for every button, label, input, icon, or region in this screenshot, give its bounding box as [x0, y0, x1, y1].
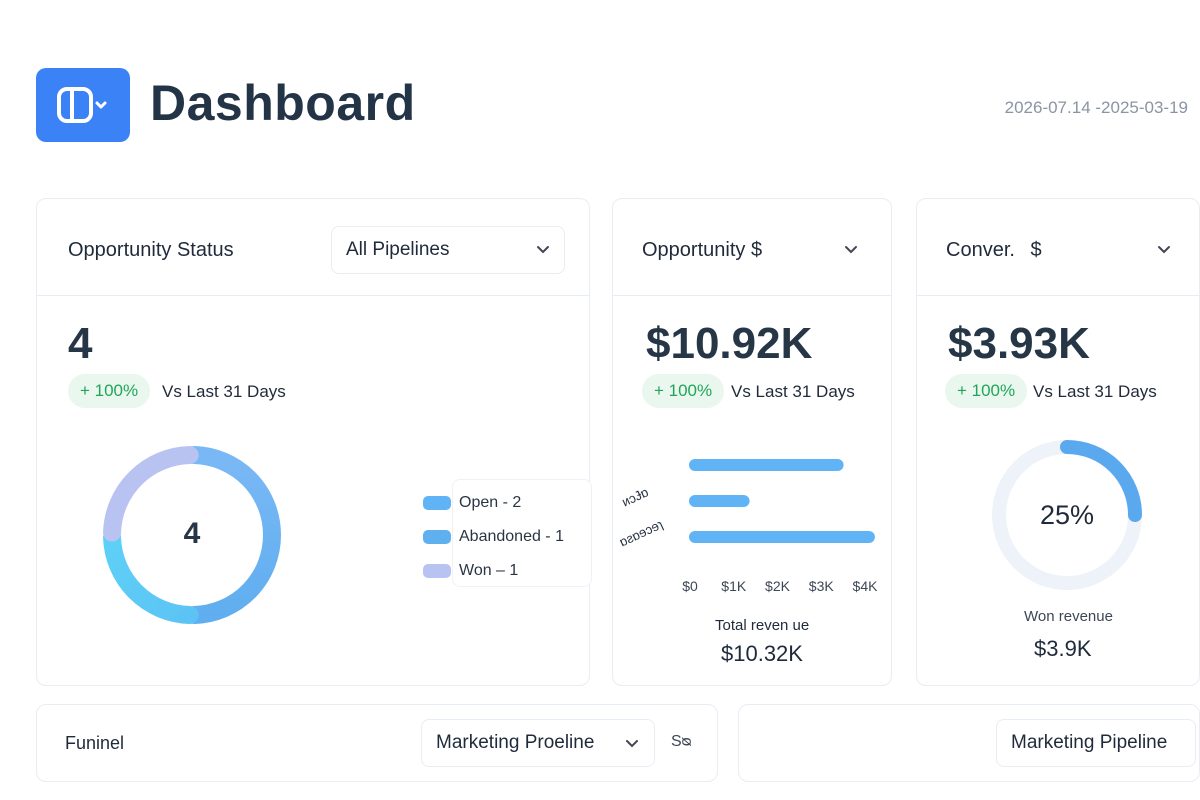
- donut-segment-won[interactable]: [103, 446, 199, 542]
- won-revenue-value: $3.9K: [1034, 636, 1092, 661]
- chevron-down-icon[interactable]: [1157, 245, 1171, 255]
- currency-symbol: $: [1030, 239, 1042, 261]
- divider: [37, 295, 589, 296]
- chevron-down-icon: [626, 740, 638, 748]
- donut-segment-abandoned[interactable]: [103, 528, 199, 624]
- bar[interactable]: [689, 495, 750, 507]
- legend-label: Abandoned - 1: [459, 528, 564, 545]
- legend-label: Open - 2: [459, 494, 522, 511]
- total-revenue-value: $10.32K: [721, 641, 803, 666]
- pipeline-select-value: Marketing Proeline: [436, 732, 595, 753]
- chevron-down-icon: [537, 246, 549, 254]
- legend-label: Won – 1: [459, 562, 519, 579]
- chevron-down-icon[interactable]: [844, 245, 858, 255]
- delta-badge: + 100%: [642, 374, 725, 408]
- card-title: Opportunity Status: [68, 239, 234, 261]
- page-title: Dashboard: [150, 75, 416, 131]
- legend-swatch: [423, 564, 451, 578]
- pipeline-card: Marketing Pipeline: [738, 704, 1200, 782]
- legend-swatch: [423, 496, 451, 510]
- delta-badge: + 100%: [945, 374, 1028, 408]
- status-donut-chart: 4: [103, 446, 281, 624]
- legend-swatch: [423, 530, 451, 544]
- opportunity-value-card: Opportunity $ $10.92K + 100% Vs Last 31 …: [612, 198, 892, 686]
- opportunity-count: 4: [68, 319, 93, 368]
- gauge-percent-label: 25%: [1040, 500, 1094, 530]
- pipeline-select[interactable]: All Pipelines: [331, 226, 565, 274]
- card-title: Opportunity $: [642, 239, 763, 261]
- opportunity-status-card: Opportunity Status All Pipelines 4 + 100…: [36, 198, 592, 686]
- funnel-card: Funinel Marketing Proeline Sᴓ: [36, 704, 718, 782]
- legend-item-abandoned: Abandoned - 1: [423, 527, 564, 547]
- card-title: Funinel: [65, 733, 125, 753]
- conversion-gauge: 25%: [992, 440, 1142, 590]
- legend-item-open: Open - 2: [423, 493, 521, 513]
- pipeline-select[interactable]: Marketing Proeline: [421, 719, 655, 767]
- board-icon: [57, 87, 107, 123]
- x-tick-label: $2K: [765, 578, 791, 594]
- y-axis-label: ɒƨɒɘɔɘɿ: [617, 516, 665, 549]
- comparison-label: Vs Last 31 Days: [162, 382, 286, 401]
- bar[interactable]: [689, 459, 844, 471]
- y-axis-label: ᴎᴐɈɒ: [619, 484, 650, 509]
- x-tick-label: $4K: [853, 578, 879, 594]
- legend-item-won: Won – 1: [423, 561, 518, 581]
- x-tick-label: $3K: [809, 578, 835, 594]
- won-revenue-label: Won revenue: [1024, 608, 1113, 625]
- date-range-picker[interactable]: 2026-07.14 -2025-03-19: [1004, 98, 1188, 117]
- comparison-label: Vs Last 31 Days: [1033, 382, 1157, 401]
- divider: [917, 295, 1199, 296]
- donut-segment-open[interactable]: [185, 446, 281, 624]
- conversion-card: Conver. $ $3.93K + 100% Vs Last 31 Days …: [916, 198, 1200, 686]
- pipeline-select[interactable]: Marketing Pipeline: [996, 719, 1196, 767]
- donut-center-value: 4: [184, 517, 201, 550]
- delta-badge: + 100%: [68, 374, 151, 408]
- conversion-amount: $3.93K: [948, 319, 1090, 368]
- app-logo-button[interactable]: [36, 68, 130, 142]
- header: Dashboard 2026-07.14 -2025-03-19: [36, 68, 1196, 144]
- total-revenue-label: Total reven ue: [715, 617, 810, 634]
- status-legend: Open - 2 Abandoned - 1 Won – 1: [423, 479, 592, 587]
- comparison-label: Vs Last 31 Days: [731, 382, 855, 401]
- card-title: Conver. $: [946, 239, 1042, 262]
- opportunity-bar-chart: ᴎᴐɈɒ ɒƨɒɘɔɘɿ $0 $1K $2K $3K $4K: [617, 459, 879, 594]
- pipeline-select-value: Marketing Pipeline: [1011, 732, 1168, 753]
- gauge-progress-arc: [1060, 440, 1142, 522]
- bar[interactable]: [689, 531, 875, 543]
- divider: [613, 295, 891, 296]
- pipeline-select-value: All Pipelines: [346, 239, 450, 260]
- currency-toggle[interactable]: Sᴓ: [671, 733, 692, 750]
- x-tick-label: $0: [682, 578, 698, 594]
- x-tick-label: $1K: [721, 578, 747, 594]
- card-title-text: Conver.: [946, 239, 1015, 261]
- opportunity-amount: $10.92K: [646, 319, 813, 368]
